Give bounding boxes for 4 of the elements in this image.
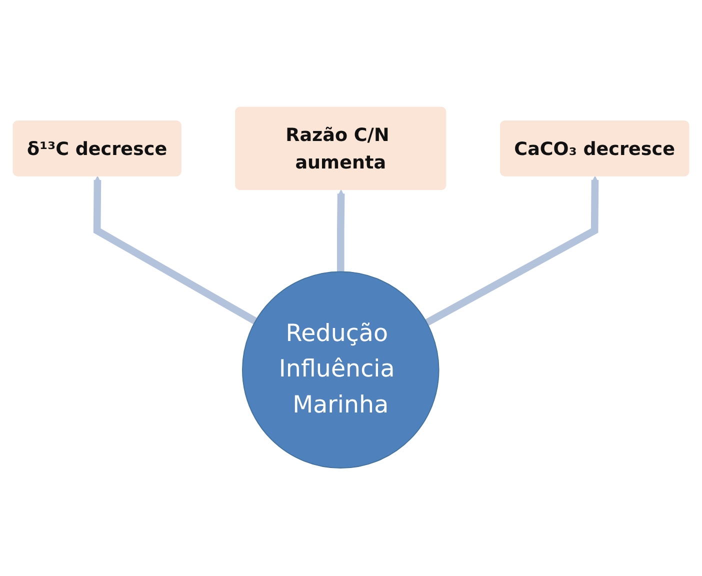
arrow xyxy=(93,176,258,325)
node-circle: Redução Influência Marinha xyxy=(242,272,440,469)
arrow xyxy=(336,190,346,272)
arrow xyxy=(424,176,599,326)
